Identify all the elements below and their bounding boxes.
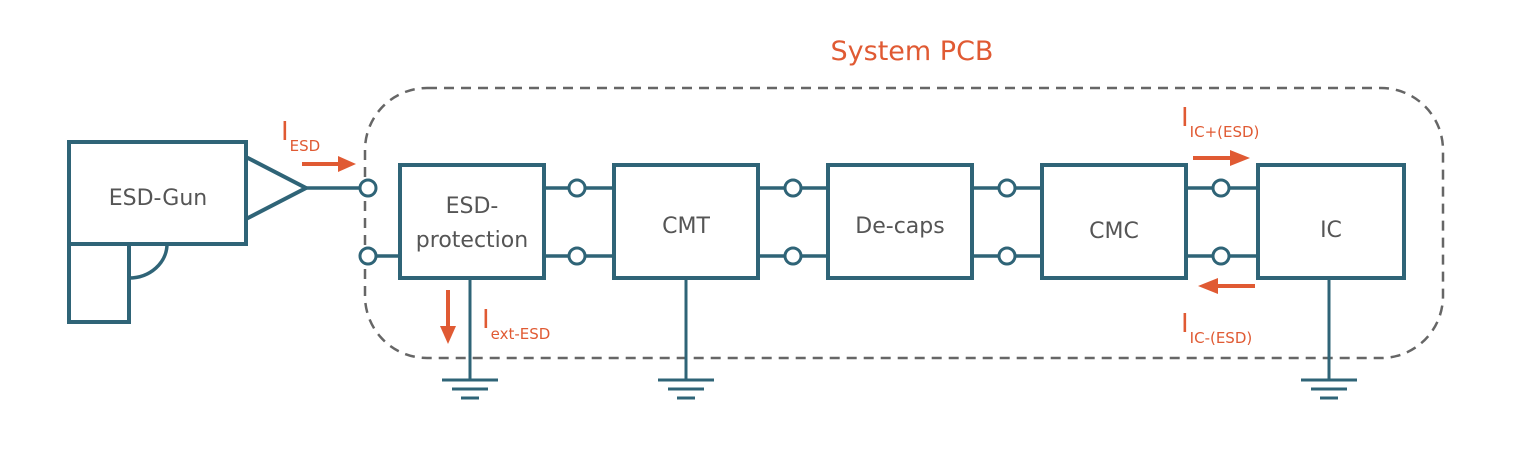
decaps-label: De-caps (855, 214, 944, 239)
system-pcb-title: System PCB (831, 36, 994, 67)
ic-label: IC (1320, 218, 1342, 243)
esd-gun-label: ESD-Gun (109, 186, 207, 211)
ground-symbol-ic (1301, 278, 1357, 400)
terminal (783, 178, 803, 198)
ground-symbol-cmt (658, 278, 714, 400)
cmt-label: CMT (662, 214, 710, 239)
cmc-block: CMC (1040, 163, 1188, 280)
arrow-i-esd (302, 156, 356, 172)
decaps-block: De-caps (826, 163, 974, 280)
terminal (567, 246, 587, 266)
cmc-label: CMC (1089, 219, 1139, 244)
label-i-ic-plus: IIC+(ESD) (1181, 103, 1259, 141)
label-i-ext-esd: Iext-ESD (482, 305, 550, 343)
terminal (358, 178, 378, 198)
terminals (358, 178, 1231, 266)
label-i-ic-minus: IIC-(ESD) (1181, 309, 1252, 347)
arrow-i-ext-esd (440, 290, 456, 344)
terminal (1211, 178, 1231, 198)
esd-protection-label-line2: protection (416, 228, 528, 253)
esd-gun: ESD-Gun (67, 140, 361, 324)
terminal (358, 246, 378, 266)
terminal (997, 246, 1017, 266)
ground-symbol-esd-protection (442, 278, 498, 400)
esd-gun-handle (67, 242, 131, 324)
arrow-i-ic-minus (1198, 278, 1255, 294)
esd-gun-nozzle (244, 153, 311, 223)
cmt-block: CMT (612, 163, 760, 280)
esd-gun-trigger (128, 243, 169, 280)
terminal (567, 178, 587, 198)
terminal (783, 246, 803, 266)
terminal (997, 178, 1017, 198)
system-pcb-boundary (363, 86, 1445, 360)
arrow-i-ic-plus (1193, 150, 1250, 166)
esd-protection-label-line1: ESD- (446, 194, 499, 219)
ic-block: IC (1256, 163, 1406, 280)
label-i-esd: IESD (281, 117, 320, 155)
esd-protection-block: ESD- protection (398, 163, 546, 280)
esd-gun-body (67, 140, 248, 246)
terminal (1211, 246, 1231, 266)
